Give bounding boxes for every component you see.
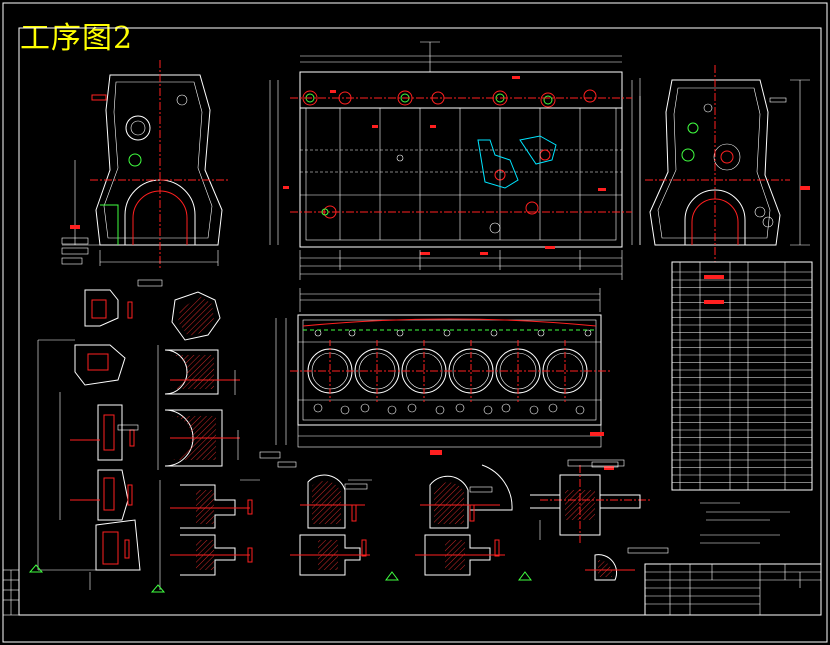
- left-margin-strip: [2, 569, 20, 616]
- end-view-right: [639, 65, 810, 262]
- end-view-left: [61, 60, 230, 270]
- inner-border: [18, 27, 822, 616]
- title-block: [644, 563, 822, 616]
- front-view-main: [269, 41, 641, 280]
- table-row-lines: [672, 279, 812, 483]
- process-table: [671, 261, 813, 491]
- drawing-title: 工序图2: [20, 21, 134, 56]
- bore-section-detail: [518, 459, 669, 581]
- top-view-cylinders: [259, 288, 610, 459]
- detail-sections-col2: [150, 291, 260, 593]
- detail-sections-col3: [290, 464, 513, 581]
- detail-sections-col1: [28, 289, 141, 590]
- annotation-boxes: [117, 279, 619, 493]
- technical-notes: [700, 502, 790, 544]
